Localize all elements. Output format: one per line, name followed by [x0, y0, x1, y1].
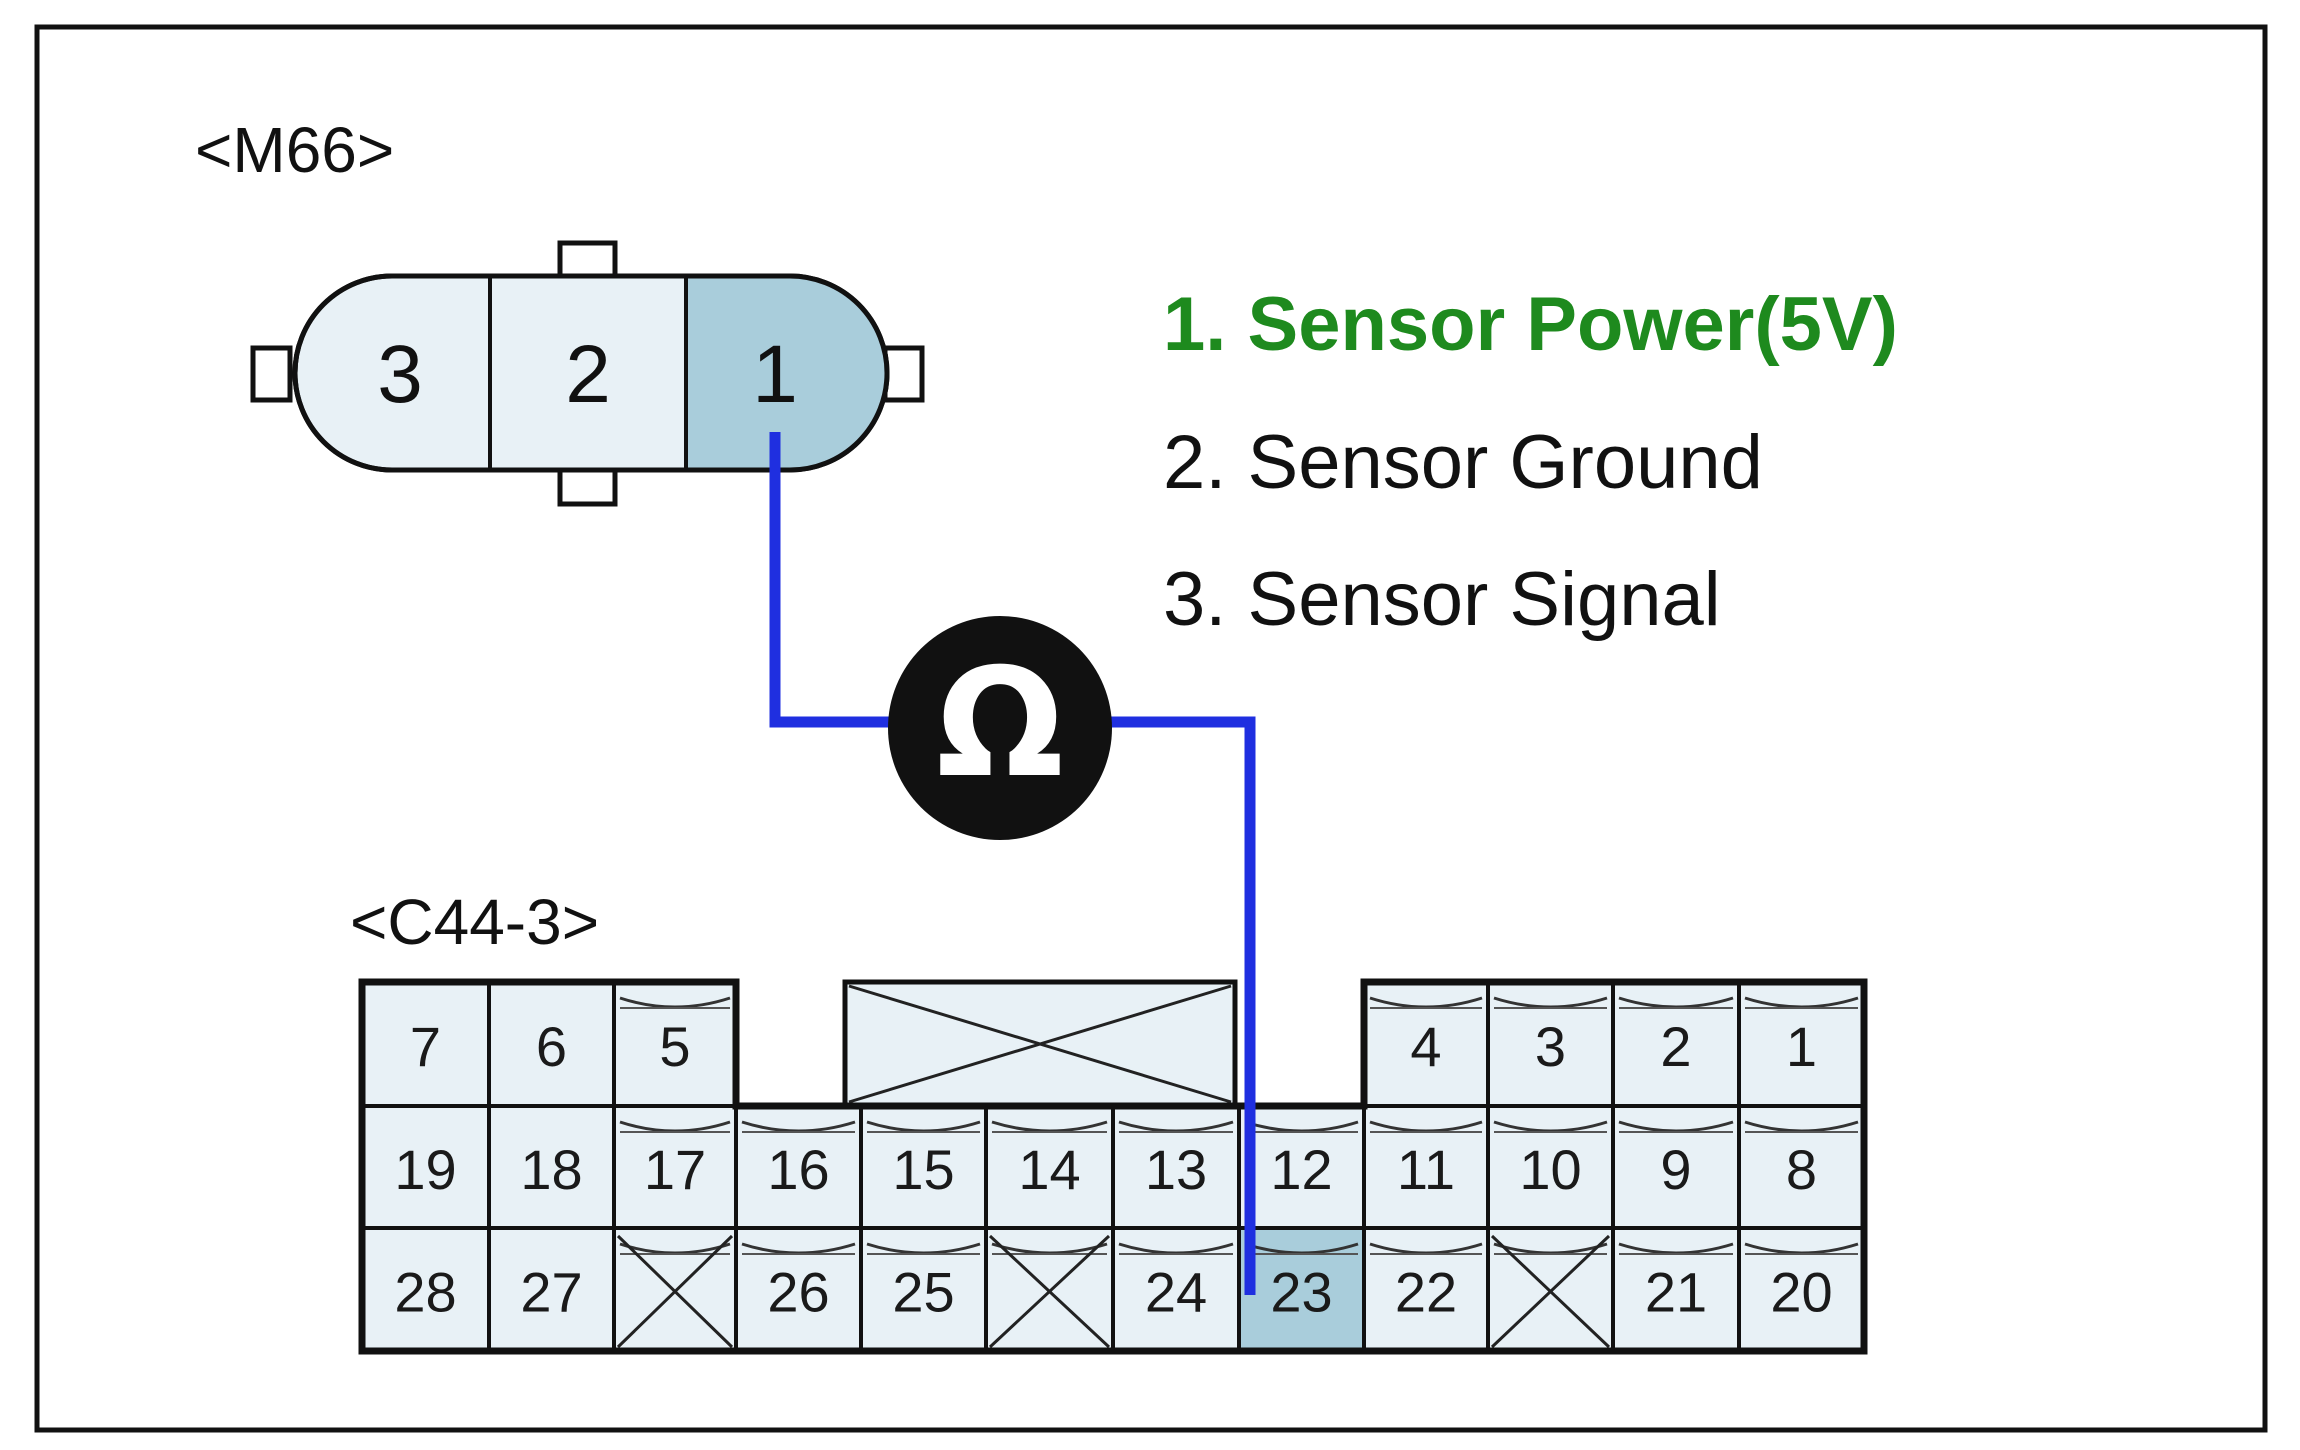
m66-bottom-tab	[557, 467, 618, 507]
c44-pin-11: 11	[1397, 1138, 1455, 1201]
c44-pin-10: 10	[1519, 1138, 1581, 1201]
c44-cell-latch-mark	[1744, 996, 1859, 1009]
pin-legend: 1. Sensor Power(5V) 2. Sensor Ground 3. …	[1163, 282, 1898, 642]
c44-pin-2: 2	[1660, 1015, 1691, 1078]
c44-cell-latch-mark	[1244, 1242, 1359, 1255]
m66-left-tab	[250, 345, 293, 403]
c44-pin-5: 5	[659, 1015, 690, 1078]
c44-pin-23: 23	[1270, 1261, 1332, 1324]
c44-pin-19: 19	[394, 1138, 456, 1201]
c44-cell-latch-mark	[1618, 1242, 1734, 1255]
c44-pin-17: 17	[644, 1138, 706, 1201]
c44-pin-3: 3	[1535, 1015, 1566, 1078]
c44-blank-cross	[848, 984, 1232, 1104]
c44-pin-15: 15	[892, 1138, 954, 1201]
c44-blank-cross	[988, 1234, 1111, 1349]
c44-cell-latch-mark	[1618, 996, 1734, 1009]
c44-pin-4: 4	[1410, 1015, 1441, 1078]
m66-pin-2: 2	[565, 329, 611, 420]
c44-pin-7: 7	[410, 1015, 441, 1078]
c44-cell-latch-mark	[1744, 1120, 1859, 1133]
c44-pin-20: 20	[1770, 1261, 1832, 1324]
c44-pin-12: 12	[1270, 1138, 1332, 1201]
m66-connector: 3 2 1	[250, 240, 925, 507]
m66-pin-3: 3	[377, 329, 423, 420]
c44-pin-1: 1	[1786, 1015, 1817, 1078]
c44-pin-22: 22	[1395, 1261, 1457, 1324]
c44-cell-latch-mark	[866, 1242, 981, 1255]
c44-pin-21: 21	[1645, 1261, 1707, 1324]
c44-pin-16: 16	[767, 1138, 829, 1201]
ohmmeter-icon: Ω	[888, 616, 1112, 840]
c44-pin-9: 9	[1660, 1138, 1691, 1201]
c44-cell-latch-mark	[1118, 1120, 1234, 1133]
c44-pin-26: 26	[767, 1261, 829, 1324]
c44-cell-latch-mark	[741, 1242, 856, 1255]
wire-m66-to-meter	[769, 432, 890, 728]
wire-meter-to-c44	[1110, 716, 1256, 1295]
c44-cell-latch-mark	[619, 1120, 731, 1133]
c44-cell-latch-mark	[1244, 1120, 1359, 1133]
c44-outline	[358, 978, 1868, 1355]
c44-pin-13: 13	[1145, 1138, 1207, 1201]
legend-item-sensor-ground: 2. Sensor Ground	[1163, 420, 1763, 505]
c44-pin-14: 14	[1018, 1138, 1080, 1201]
c44-cell-latch-mark	[1118, 1242, 1234, 1255]
c44-connector-label: <C44-3>	[350, 886, 599, 958]
ohm-symbol: Ω	[936, 637, 1064, 811]
c44-cell-latch-mark	[1744, 1242, 1859, 1255]
c44-pin-25: 25	[892, 1261, 954, 1324]
c44-cell-latch-mark	[619, 996, 731, 1009]
m66-top-tab	[557, 240, 618, 280]
c44-blank-cross	[1490, 1234, 1611, 1349]
c44-pin-24: 24	[1145, 1261, 1207, 1324]
c44-pin-27: 27	[520, 1261, 582, 1324]
c44-pin-8: 8	[1786, 1138, 1817, 1201]
legend-item-sensor-signal: 3. Sensor Signal	[1163, 557, 1721, 642]
m66-pin-1: 1	[752, 329, 798, 420]
c44-pin-6: 6	[536, 1015, 567, 1078]
legend-item-sensor-power: 1. Sensor Power(5V)	[1163, 282, 1898, 367]
c44-cell-latch-mark	[991, 1120, 1108, 1133]
test-lead-wire	[769, 432, 1256, 1295]
c44-cell-latch-mark	[866, 1120, 981, 1133]
c44-cell-latch-mark	[1369, 1242, 1483, 1255]
c44-pin-28: 28	[394, 1261, 456, 1324]
m66-pin-1-cavity	[686, 278, 885, 468]
c44-cell-latch-mark	[1618, 1120, 1734, 1133]
c44-cell-latch-mark	[1493, 1120, 1608, 1133]
c44-cell-latch-mark	[1369, 1120, 1483, 1133]
c44-blank-cross	[616, 1234, 734, 1349]
m66-right-tab	[882, 345, 925, 403]
m66-connector-label: <M66>	[195, 114, 394, 186]
c44-pin-18: 18	[520, 1138, 582, 1201]
c44-cell-latch-mark	[1493, 996, 1608, 1009]
c44-cell-latch-mark	[1369, 996, 1483, 1009]
c44-cell-latch-mark	[741, 1120, 856, 1133]
c44-pin-cell-6	[487, 980, 616, 1108]
